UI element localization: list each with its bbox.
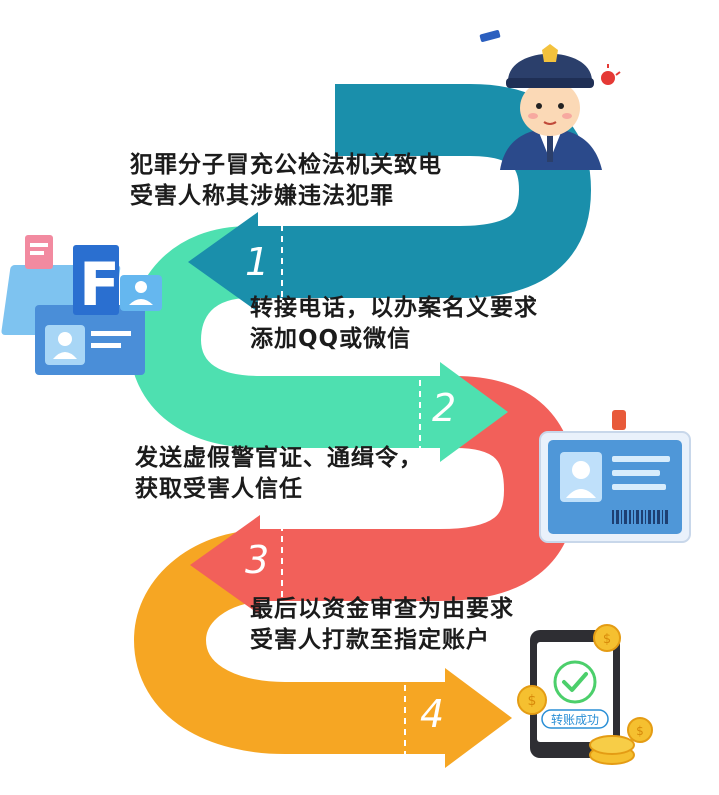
svg-text:$: $ xyxy=(528,693,537,709)
step-1-text: 犯罪分子冒充公检法机关致电 受害人称其涉嫌违法犯罪 xyxy=(130,150,442,212)
step-2-text: 转接电话，以办案名义要求 添加QQ或微信 xyxy=(250,293,538,355)
id-card-icon xyxy=(539,410,691,543)
coin-icon: $ $ $ xyxy=(517,624,653,765)
step-3-line-2: 获取受害人信任 xyxy=(135,476,303,502)
step-4-line-2: 受害人打款至指定账户 xyxy=(250,627,490,653)
step-3-line-1: 发送虚假警官证、通缉令， xyxy=(135,445,423,471)
step-2-line-2: 添加QQ或微信 xyxy=(250,326,412,352)
step-4-line-1: 最后以资金审查为由要求 xyxy=(250,596,514,622)
band-step-1 xyxy=(188,84,592,312)
police-officer-icon xyxy=(479,29,621,170)
step-2-number: 2 xyxy=(432,386,457,430)
step-2-line-1: 转接电话，以办案名义要求 xyxy=(250,295,538,321)
step-1-number: 1 xyxy=(245,240,270,284)
svg-text:F: F xyxy=(79,250,120,320)
step-3-number: 3 xyxy=(245,538,270,582)
svg-text:$: $ xyxy=(636,724,644,738)
step-4-text: 最后以资金审查为由要求 受害人打款至指定账户 xyxy=(250,594,514,656)
step-1-line-2: 受害人称其涉嫌违法犯罪 xyxy=(130,183,394,209)
step-1-line-1: 犯罪分子冒充公检法机关致电 xyxy=(130,152,442,178)
social-media-icon: F xyxy=(1,235,162,375)
payment-status-text: 转账成功 xyxy=(551,712,599,727)
step-3-text: 发送虚假警官证、通缉令， 获取受害人信任 xyxy=(135,443,423,505)
phone-payment-success-icon: 转账成功 xyxy=(530,630,620,758)
svg-text:$: $ xyxy=(603,632,611,647)
step-4-number: 4 xyxy=(420,692,445,736)
barcode xyxy=(612,510,668,524)
